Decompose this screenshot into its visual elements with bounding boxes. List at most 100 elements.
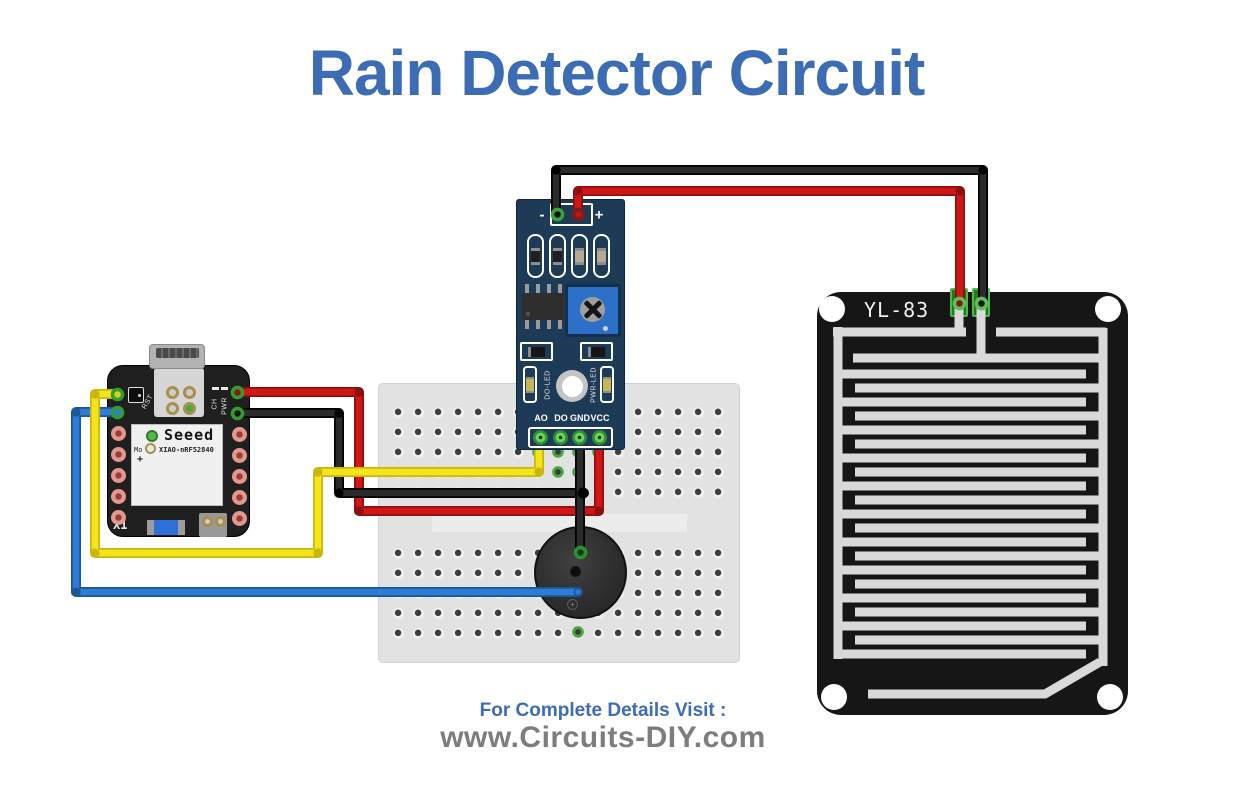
breadboard-hole bbox=[632, 607, 644, 619]
breadboard-hole bbox=[632, 466, 644, 478]
breadboard-hole bbox=[432, 426, 444, 438]
breadboard-hole bbox=[592, 627, 604, 639]
breadboard-hole bbox=[692, 486, 704, 498]
breadboard-hole bbox=[452, 426, 464, 438]
breadboard-hole bbox=[652, 486, 664, 498]
usb-gold-hole bbox=[182, 401, 196, 415]
xiao-board: Seeed Mo XIAO-nRF52840 + X1 RST CH PWR bbox=[107, 365, 250, 537]
ic-pin bbox=[547, 320, 551, 329]
power-led-icon bbox=[146, 430, 158, 442]
breadboard-hole bbox=[492, 607, 504, 619]
breadboard-hole bbox=[452, 547, 464, 559]
ic-pin bbox=[547, 284, 551, 293]
breadboard-hole bbox=[692, 406, 704, 418]
mounting-hole-icon bbox=[1097, 684, 1123, 710]
connected-hole bbox=[551, 465, 565, 479]
breadboard-hole bbox=[512, 607, 524, 619]
pin-label-do: DO bbox=[554, 413, 568, 423]
ic-pin bbox=[558, 284, 562, 293]
pin-label-ao: AO bbox=[534, 413, 548, 423]
resistor bbox=[571, 234, 588, 278]
breadboard-hole bbox=[492, 547, 504, 559]
xiao-pin bbox=[110, 488, 126, 504]
breadboard-hole bbox=[392, 607, 404, 619]
minus-label: - bbox=[539, 206, 545, 224]
breadboard-hole bbox=[672, 547, 684, 559]
xiao-pin bbox=[231, 468, 247, 484]
ic-pin bbox=[536, 320, 540, 329]
xiao-pin-gnd bbox=[229, 405, 245, 421]
footer-caption: For Complete Details Visit : bbox=[479, 700, 727, 721]
breadboard-hole bbox=[412, 406, 424, 418]
smd-transistor bbox=[520, 342, 553, 361]
breadboard-hole bbox=[652, 587, 664, 599]
breadboard-hole bbox=[472, 446, 484, 458]
gold-pad-icon bbox=[215, 516, 226, 527]
breadboard-hole bbox=[712, 486, 724, 498]
breadboard-hole bbox=[652, 406, 664, 418]
breadboard-hole bbox=[412, 547, 424, 559]
smd-mark bbox=[212, 387, 219, 390]
footer-website: www.Circuits-DIY.com bbox=[440, 721, 766, 754]
module-pos-terminal bbox=[570, 206, 586, 222]
breadboard-hole bbox=[692, 466, 704, 478]
module-neg-terminal bbox=[549, 206, 565, 222]
ic-pin bbox=[558, 320, 562, 329]
breadboard-hole bbox=[412, 627, 424, 639]
breadboard-hole bbox=[392, 567, 404, 579]
mode-button-icon bbox=[145, 443, 156, 454]
breadboard-hole bbox=[392, 406, 404, 418]
mounting-hole-icon bbox=[819, 296, 845, 322]
antenna-pads bbox=[199, 513, 227, 537]
breadboard-hole bbox=[512, 567, 524, 579]
usb-connector-shell bbox=[149, 344, 205, 369]
ic-pin bbox=[525, 284, 529, 293]
breadboard-hole bbox=[692, 547, 704, 559]
breadboard-hole bbox=[652, 446, 664, 458]
ic-pin bbox=[536, 284, 540, 293]
module-pin-vcc bbox=[592, 430, 607, 445]
breadboard-hole bbox=[612, 446, 624, 458]
pwr-led-icon bbox=[600, 366, 614, 403]
breadboard-hole bbox=[652, 607, 664, 619]
breadboard-hole bbox=[672, 466, 684, 478]
breadboard-hole bbox=[652, 547, 664, 559]
breadboard-hole bbox=[632, 627, 644, 639]
breadboard-hole bbox=[552, 627, 564, 639]
breadboard-hole bbox=[532, 627, 544, 639]
breadboard-hole bbox=[612, 607, 624, 619]
sensor-traces bbox=[833, 298, 1108, 699]
module-pin-do bbox=[553, 430, 568, 445]
breadboard-hole bbox=[712, 567, 724, 579]
resistor bbox=[527, 234, 544, 278]
breadboard-hole bbox=[512, 627, 524, 639]
breadboard-hole bbox=[712, 547, 724, 559]
breadboard-hole bbox=[412, 567, 424, 579]
breadboard-hole bbox=[612, 486, 624, 498]
breadboard-hole bbox=[452, 627, 464, 639]
breadboard-hole bbox=[612, 466, 624, 478]
xiao-pin bbox=[110, 509, 126, 525]
smd-mark bbox=[221, 387, 228, 390]
breadboard-hole bbox=[432, 446, 444, 458]
usb-gold-hole bbox=[165, 385, 179, 399]
breadboard-hole bbox=[492, 426, 504, 438]
breadboard-hole bbox=[692, 446, 704, 458]
plus-mark: + bbox=[137, 454, 144, 465]
xiao-pin-5v bbox=[229, 384, 245, 400]
xiao-pin bbox=[231, 426, 247, 442]
breadboard-hole bbox=[452, 607, 464, 619]
breadboard-hole bbox=[672, 627, 684, 639]
breadboard-hole bbox=[672, 607, 684, 619]
breadboard-hole bbox=[432, 607, 444, 619]
usb-gold-hole bbox=[165, 401, 179, 415]
breadboard-hole bbox=[712, 587, 724, 599]
breadboard-hole bbox=[492, 567, 504, 579]
breadboard-hole bbox=[432, 627, 444, 639]
breadboard-hole bbox=[492, 446, 504, 458]
breadboard-hole bbox=[452, 446, 464, 458]
xiao-pin-d1 bbox=[109, 404, 125, 420]
comparator-ic bbox=[522, 293, 564, 320]
breadboard-hole bbox=[692, 567, 704, 579]
